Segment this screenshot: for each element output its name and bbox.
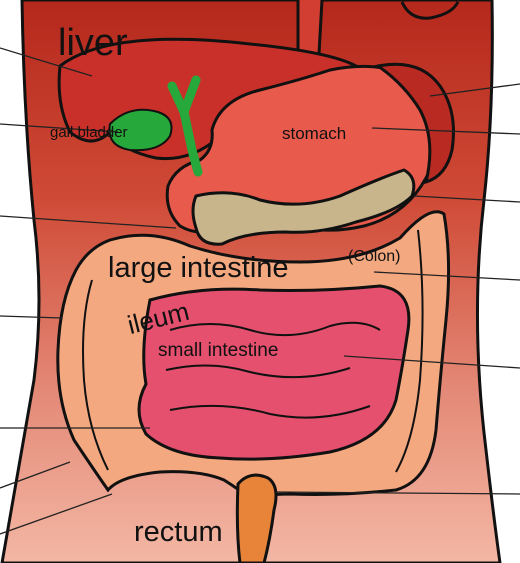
leader-line: [429, 83, 520, 97]
label-small-intestine: small intestine: [158, 340, 279, 361]
leader-line: [413, 195, 520, 203]
label-stomach: stomach: [282, 124, 347, 143]
leader-line: [0, 493, 113, 535]
leader-line: [0, 315, 63, 319]
leader-line: [373, 271, 520, 281]
leader-line: [0, 461, 71, 489]
label-colon: (Colon): [348, 248, 401, 265]
leader-line: [275, 491, 520, 495]
gall-bladder-shape: [108, 108, 173, 152]
leader-line: [0, 47, 93, 77]
colon-inner-track: [82, 229, 424, 473]
label-large-intestine: large intestine: [108, 252, 289, 284]
small-intestine-shape: [137, 284, 411, 461]
small-intestine-coils: [165, 321, 381, 419]
navel-mark: [400, 1, 460, 20]
rectum-shape: [235, 473, 278, 563]
label-rectum: rectum: [134, 516, 223, 548]
leader-lines: [0, 47, 520, 535]
leader-line: [371, 127, 520, 135]
leader-line: [0, 123, 119, 133]
leader-line: [343, 355, 520, 369]
bile-duct: [167, 75, 203, 177]
label-gall-bladder: gall bladder: [50, 124, 128, 141]
pancreas-shape: [191, 168, 416, 246]
leader-line: [0, 215, 177, 229]
stomach-right-lobe: [374, 62, 455, 185]
label-liver: liver: [58, 22, 128, 64]
